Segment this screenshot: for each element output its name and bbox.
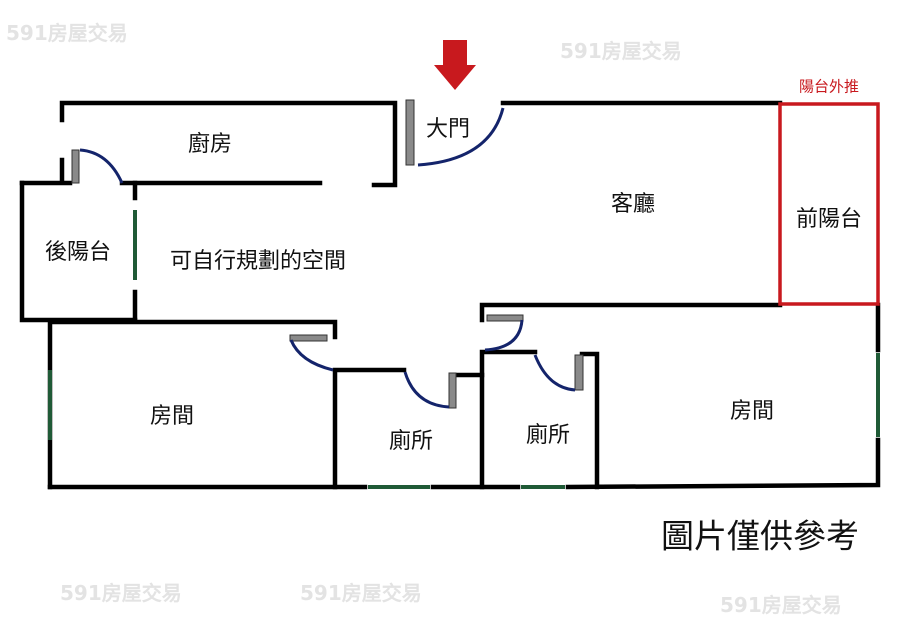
room-labels: 廚房 大門 客廳 前陽台 陽台外推 後陽台 可自行規劃的空間 房間 廁所 廁所 …	[45, 78, 862, 455]
label-balcony-extension: 陽台外推	[799, 78, 859, 96]
toilet-2-door-leaf	[574, 354, 584, 391]
label-kitchen: 廚房	[188, 132, 232, 157]
doors	[71, 99, 584, 409]
watermark: 591房屋交易	[60, 581, 182, 605]
label-flexible-space: 可自行規劃的空間	[170, 249, 346, 274]
watermark: 591房屋交易	[720, 593, 842, 617]
label-living-room: 客廳	[611, 192, 655, 217]
label-toilet-1: 廁所	[389, 429, 433, 454]
toilet-1-door-leaf	[448, 372, 457, 409]
bedroom-right-door-leaf	[486, 314, 524, 322]
label-main-door: 大門	[426, 117, 470, 142]
label-back-balcony: 後陽台	[45, 240, 111, 265]
kitchen-door-leaf	[71, 149, 80, 184]
front-balcony-highlight	[778, 102, 880, 306]
bedroom-right-door-swing	[484, 319, 524, 352]
watermark: 591房屋交易	[560, 39, 682, 63]
main-door-swing	[417, 107, 505, 167]
entrance-arrow-icon	[434, 40, 476, 90]
label-front-balcony: 前陽台	[796, 207, 862, 232]
disclaimer: 圖片僅供參考	[661, 517, 859, 556]
label-bedroom-right: 房間	[730, 399, 774, 424]
bedroom-left-door-swing	[289, 339, 334, 372]
windows	[48, 210, 880, 489]
toilet-2-door-swing	[533, 354, 576, 392]
label-toilet-2: 廁所	[526, 423, 570, 448]
watermark: 591房屋交易	[6, 21, 128, 45]
watermark: 591房屋交易	[300, 581, 422, 605]
watermarks: 591房屋交易 591房屋交易 591房屋交易 591房屋交易 591房屋交易	[6, 21, 842, 617]
kitchen-door-swing	[79, 148, 124, 184]
label-bedroom-left: 房間	[150, 404, 194, 429]
toilet-1-door-swing	[403, 371, 450, 409]
bedroom-left-door-leaf	[289, 334, 328, 342]
main-door-leaf	[405, 99, 415, 166]
